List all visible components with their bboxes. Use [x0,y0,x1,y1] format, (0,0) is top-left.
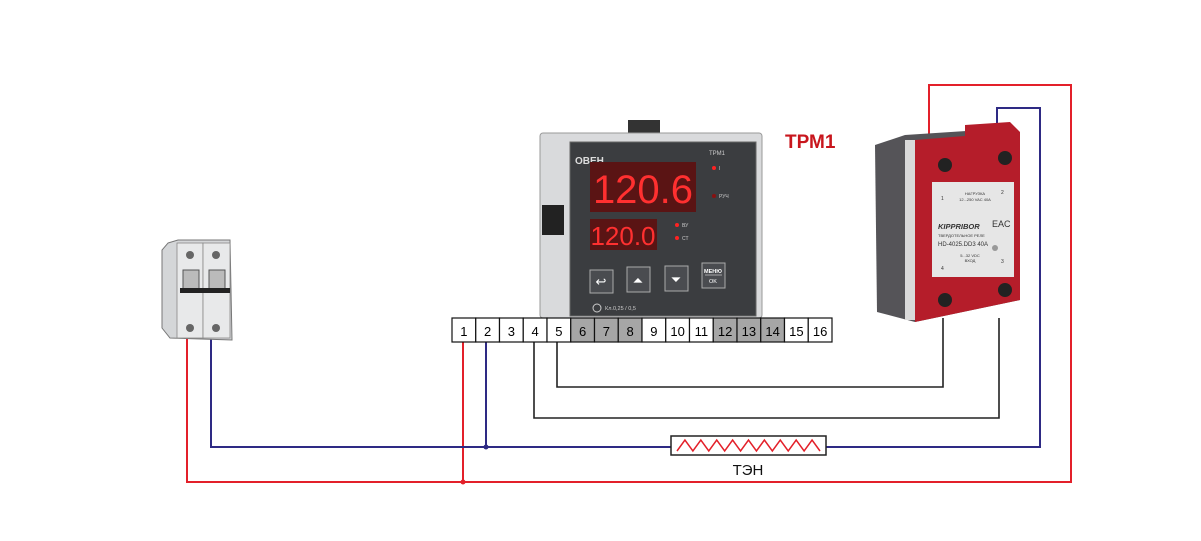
terminal-11: 11 [688,317,714,343]
terminal-3: 3 [498,317,524,343]
circuit-breaker [161,239,233,341]
terminal-8: 8 [617,317,643,343]
terminal-number: 13 [742,324,756,339]
heater-label: ТЭН [733,462,764,479]
terminal-number: 11 [695,324,709,339]
relay-model: HD-4025.DD3 40A [938,242,988,248]
led-st-label: СТ [682,236,689,242]
setpoint-display: 120.0 [590,221,655,251]
back-button[interactable]: ↩ [589,269,614,294]
terminal-16: 16 [807,317,833,343]
terminal-14: 14 [760,317,786,343]
terminal-number: 14 [765,324,779,339]
menu-ok-button[interactable]: МЕНЮ OK [701,262,726,289]
heater-coil-icon [676,438,821,453]
terminal-number: 8 [627,324,634,339]
terminal-number: 2 [484,324,491,339]
led-i-label: I [719,166,720,172]
terminal-number: 6 [579,324,586,339]
accuracy-label: Кл.0,25 / 0,5 [605,306,636,312]
terminal-1: 1 [451,317,477,343]
chevron-down-icon: ⏷ [671,272,681,287]
terminal-number: 9 [650,324,657,339]
junction-dot [483,444,489,450]
terminal-number: 5 [555,324,562,339]
relay-input-rating: 5...32 VDC [960,253,980,258]
control-wire [533,318,1000,419]
terminal-4: 4 [522,317,548,343]
chevron-up-icon: ⏶ [633,273,643,288]
down-button[interactable]: ⏷ [664,265,689,292]
model-label: ТРМ1 [709,151,726,157]
led-manual-label: РУЧ [719,194,729,200]
led-vu-label: ВУ [682,223,689,229]
terminal-13: 13 [736,317,762,343]
solid-state-relay: НАГРУЗКА 12...250 VAC 40A 1 2 KIPPRIBOR … [875,122,1020,322]
neutral-wire [210,107,1041,448]
terminal-number: 7 [603,324,610,339]
main-display: 120.6 [593,168,693,212]
back-arrow-icon: ↩ [596,274,607,289]
terminal-12: 12 [712,317,738,343]
relay-brand: KIPPRIBOR [938,222,980,231]
terminal-9: 9 [641,317,667,343]
relay-load-label: НАГРУЗКА [965,191,986,196]
relay-type: ТВЕРДОТЕЛЬНОЕ РЕЛЕ [938,233,985,238]
relay-cert: EAC [992,219,1011,229]
relay-pin-4: 4 [941,266,944,272]
terminal-number: 15 [789,324,803,339]
terminal-5: 5 [546,317,572,343]
terminal-2: 2 [475,317,501,343]
terminal-6: 6 [570,317,596,343]
ok-label: OK [709,279,717,285]
phase-wire [186,84,1072,483]
menu-label: МЕНЮ [704,269,722,275]
relay-pin-2: 2 [1001,190,1004,196]
terminal-number: 12 [718,324,732,339]
relay-input-label: ВХОД [965,258,976,263]
terminal-number: 4 [532,324,539,339]
diagram-title: ТРМ1 [785,132,836,153]
junction-dot [460,479,466,485]
relay-pin-3: 3 [1001,259,1004,265]
terminal-number: 3 [508,324,515,339]
terminal-15: 15 [783,317,809,343]
relay-pin-1: 1 [941,196,944,202]
terminal-7: 7 [593,317,619,343]
terminal-number: 10 [670,324,684,339]
up-button[interactable]: ⏶ [626,266,651,293]
terminal-10: 10 [665,317,691,343]
terminal-number: 1 [460,324,467,339]
cert-icon [592,303,602,313]
temperature-controller: ОВЕН ТРМ1 120.6 120.0 I РУЧ ВУ СТ ↩ ⏶ ⏷ … [539,120,763,319]
brand-logo: ОВЕН [575,156,604,167]
terminal-cell [807,317,833,343]
relay-load-rating: 12...250 VAC 40A [959,197,991,202]
heater-element [670,435,827,456]
terminal-number: 16 [813,324,827,339]
